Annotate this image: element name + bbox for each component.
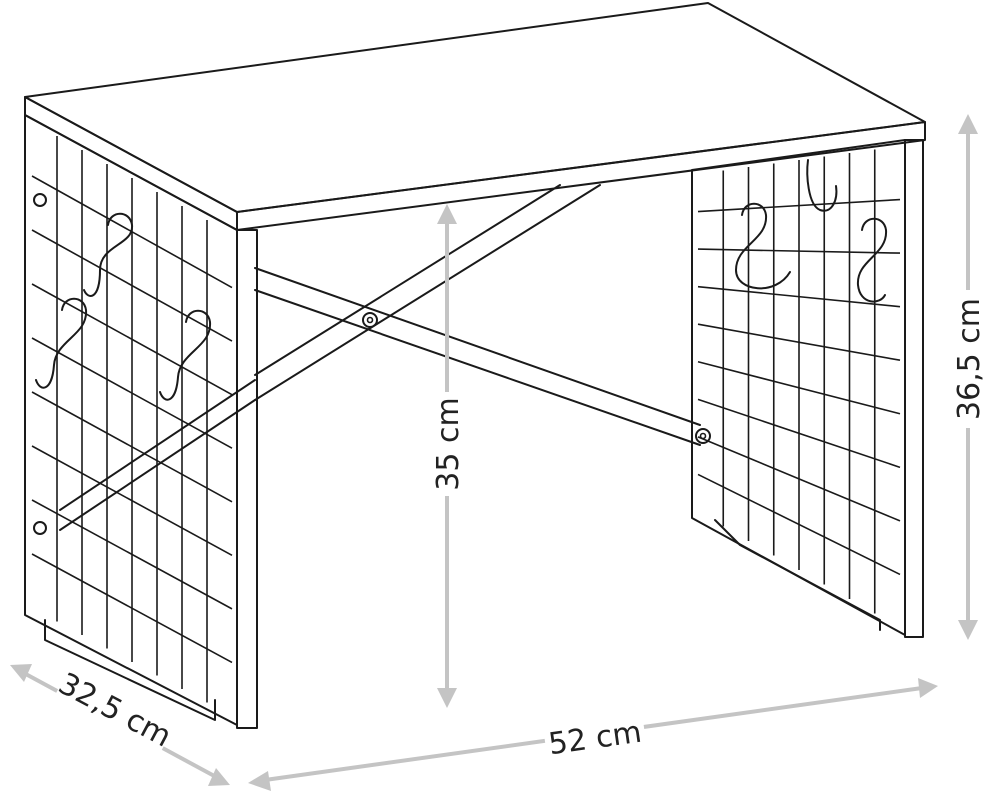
grid-wire bbox=[31, 391, 233, 503]
s-hook-icon bbox=[159, 309, 212, 401]
bolt-icon bbox=[33, 193, 47, 207]
grid-wire bbox=[31, 229, 233, 342]
s-hook-icon bbox=[83, 212, 134, 297]
grid-wire bbox=[31, 337, 233, 449]
total-height-label: 36,5 cm bbox=[952, 298, 987, 420]
cross-brace bbox=[59, 184, 711, 531]
s-hook-icon bbox=[35, 297, 88, 389]
grid-wire bbox=[31, 553, 233, 664]
grid-wire bbox=[697, 473, 901, 576]
grid-wire bbox=[697, 361, 901, 415]
s-hook-icon bbox=[735, 202, 791, 290]
grid-wire bbox=[697, 436, 901, 522]
grid-wire bbox=[31, 445, 233, 557]
inner-height-label: 35 cm bbox=[431, 397, 466, 490]
grid-wire bbox=[31, 499, 233, 610]
bolt-icon bbox=[33, 521, 47, 535]
table-top bbox=[24, 2, 926, 231]
grid-wire bbox=[697, 285, 901, 308]
right-grid-panel bbox=[691, 139, 924, 638]
grid-wire bbox=[697, 398, 901, 469]
s-hook-icon bbox=[806, 159, 838, 212]
bolt-icon bbox=[695, 428, 711, 444]
width-label: 52 cm bbox=[546, 715, 643, 763]
left-grid-panel bbox=[24, 114, 258, 729]
grid-wire bbox=[697, 323, 901, 362]
dimension-lines bbox=[10, 114, 978, 791]
grid-wire bbox=[697, 248, 901, 254]
grid-wire bbox=[697, 198, 901, 213]
bolt-icon bbox=[362, 312, 378, 328]
s-hook-icon bbox=[856, 217, 888, 303]
s-hooks bbox=[35, 159, 888, 401]
